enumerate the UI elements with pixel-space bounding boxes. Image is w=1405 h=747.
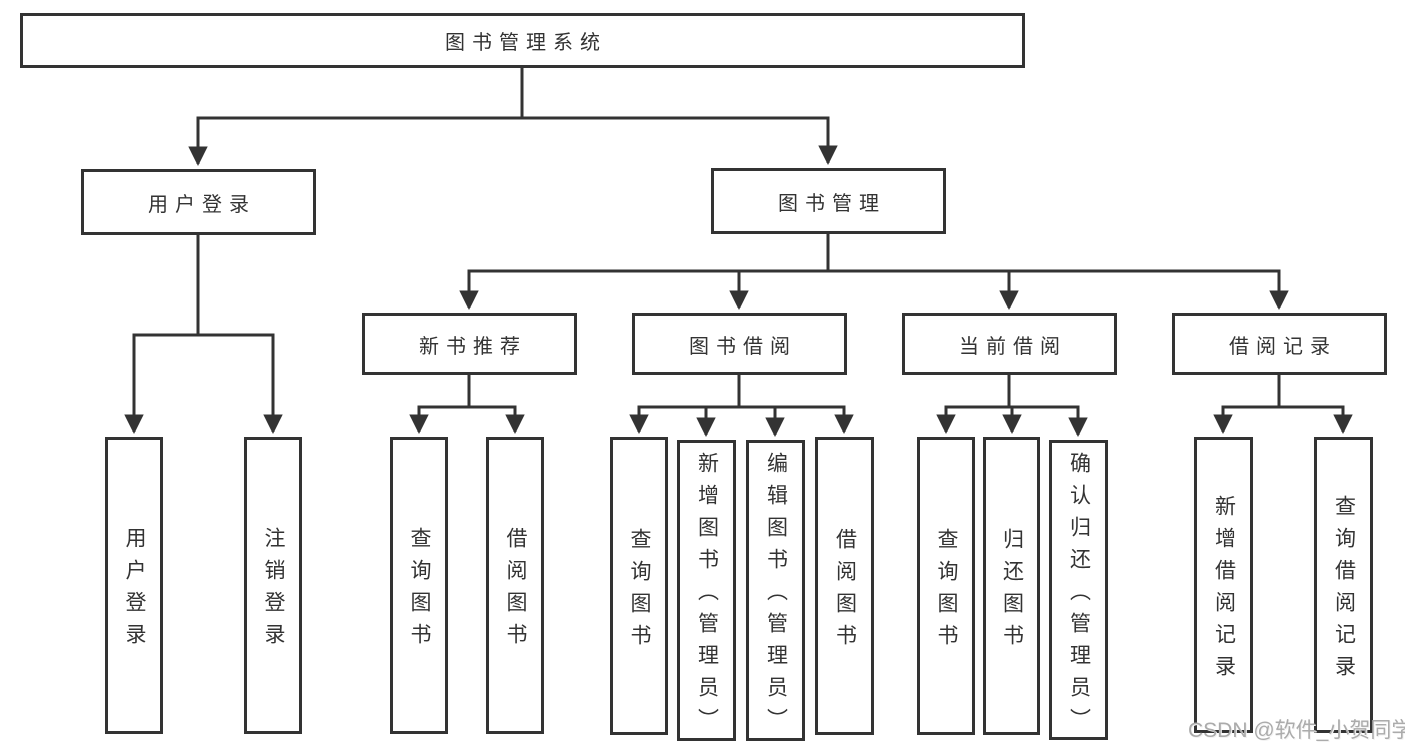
leaf-rec-borrow-books: 借阅图书 <box>486 437 544 734</box>
node-label: 借阅记录 <box>1229 335 1337 358</box>
leaf-borrow-query-books: 查询图书 <box>610 437 668 735</box>
node-label: 用户登录 <box>148 193 256 216</box>
node-label: 图书管理 <box>778 192 886 215</box>
node-label: 查询图书 <box>408 527 431 655</box>
leaf-add-borrow-record: 新增借阅记录 <box>1194 437 1253 733</box>
leaf-borrow-borrow-books: 借阅图书 <box>815 437 874 735</box>
leaf-current-query-books: 查询图书 <box>917 437 975 735</box>
node-library-management-system: 图书管理系统 <box>20 13 1025 68</box>
node-label: 归还图书 <box>1000 527 1024 656</box>
node-book-management: 图书管理 <box>711 168 946 234</box>
node-new-book-recommendation: 新书推荐 <box>362 313 577 375</box>
leaf-user-login: 用户登录 <box>105 437 163 734</box>
node-label: 编辑图书（管理员） <box>764 452 788 740</box>
node-label: 查询图书 <box>628 527 651 656</box>
csdn-watermark: CSDN @软件_小贺同学 <box>1188 719 1405 742</box>
node-book-borrowing: 图书借阅 <box>632 313 847 375</box>
node-label: 确认归还（管理员） <box>1067 451 1091 740</box>
node-label: 新增借阅记录 <box>1212 494 1236 687</box>
node-current-borrowing: 当前借阅 <box>902 313 1117 375</box>
node-label: 注销登录 <box>262 527 285 655</box>
node-label: 新增图书（管理员） <box>695 452 719 740</box>
leaf-add-books-admin: 新增图书（管理员） <box>677 440 736 741</box>
leaf-edit-books-admin: 编辑图书（管理员） <box>746 440 805 741</box>
node-label: 借阅图书 <box>833 527 857 656</box>
node-label: 图书借阅 <box>689 335 797 358</box>
node-label: 用户登录 <box>123 527 146 655</box>
leaf-logout: 注销登录 <box>244 437 302 734</box>
node-label: 查询借阅记录 <box>1332 494 1356 687</box>
leaf-confirm-return-admin: 确认归还（管理员） <box>1049 440 1108 740</box>
node-label: 图书管理系统 <box>445 32 607 54</box>
node-label: 当前借阅 <box>959 335 1067 358</box>
leaf-rec-query-books: 查询图书 <box>390 437 448 734</box>
leaf-query-borrow-record: 查询借阅记录 <box>1314 437 1373 733</box>
node-borrowing-records: 借阅记录 <box>1172 313 1387 375</box>
node-user-login: 用户登录 <box>81 169 316 235</box>
leaf-return-books: 归还图书 <box>983 437 1040 735</box>
node-label: 查询图书 <box>935 527 958 656</box>
node-label: 借阅图书 <box>504 527 527 655</box>
node-label: 新书推荐 <box>419 335 527 358</box>
